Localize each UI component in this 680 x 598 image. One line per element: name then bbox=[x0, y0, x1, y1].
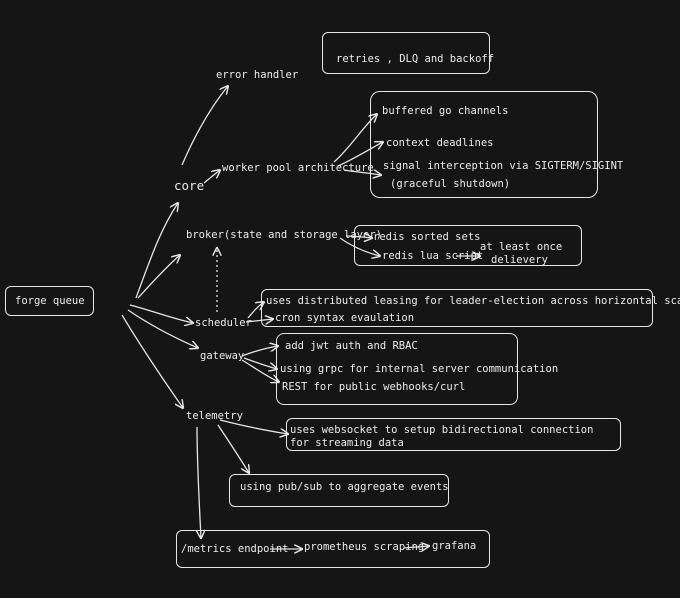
arrow-worker-to-channels bbox=[333, 114, 377, 163]
arrow-core-to-worker-pool bbox=[203, 170, 220, 184]
arrow-broker-to-sorted-sets bbox=[345, 236, 372, 238]
worker-item-signal: signal interception via SIGTERM/SIGINT bbox=[383, 160, 624, 172]
worker-pool-label: worker pool architecture bbox=[222, 162, 374, 174]
arrow-root-to-core bbox=[135, 203, 178, 299]
grafana-text: grafana bbox=[432, 540, 477, 552]
websocket-text: uses websocket to setup bidirectional co… bbox=[290, 424, 594, 449]
error-handling-text: retries , DLQ and backoff bbox=[336, 53, 495, 65]
worker-pool-box bbox=[370, 91, 598, 198]
arrow-worker-to-deadlines bbox=[337, 142, 383, 167]
gateway-box bbox=[276, 333, 518, 405]
scheduler-box bbox=[261, 289, 653, 327]
telemetry-label: telemetry bbox=[186, 410, 243, 422]
arrow-root-to-telemetry bbox=[121, 314, 183, 408]
worker-item-graceful: (graceful shutdown) bbox=[390, 178, 511, 190]
worker-item-channels: buffered go channels bbox=[382, 105, 509, 117]
forge-queue-box bbox=[5, 286, 94, 316]
arrow-root-to-gateway bbox=[127, 309, 198, 348]
arrow-scheduler-to-cron bbox=[245, 319, 273, 322]
broker-guarantee-line2: delievery bbox=[491, 254, 548, 266]
arrow-root-to-broker bbox=[137, 255, 180, 299]
forge-queue-label: forge queue bbox=[15, 295, 85, 307]
gateway-item-jwt: add jwt auth and RBAC bbox=[285, 340, 418, 352]
prometheus-text: prometheus scraping bbox=[304, 541, 425, 553]
metrics-endpoint-text: /metrics endpoint bbox=[181, 543, 289, 555]
gateway-item-rest: REST for public webhooks/curl bbox=[282, 381, 466, 393]
pubsub-text: using pub/sub to aggregate events bbox=[240, 481, 449, 493]
arrow-worker-to-signal bbox=[343, 170, 381, 175]
arrow-core-to-error-handler bbox=[181, 86, 228, 166]
broker-guarantee-line1: at least once bbox=[480, 241, 563, 253]
arrow-prometheus-to-grafana bbox=[403, 546, 429, 548]
broker-item-sorted-sets: redis sorted sets bbox=[373, 231, 481, 243]
gateway-item-grpc: using grpc for internal server communica… bbox=[280, 363, 559, 375]
arrow-broker-to-lua bbox=[339, 237, 380, 256]
arrow-gateway-to-grpc bbox=[243, 357, 277, 369]
arrow-root-to-scheduler bbox=[129, 304, 193, 323]
core-label: core bbox=[174, 178, 205, 193]
arrow-gateway-to-jwt bbox=[241, 346, 278, 357]
worker-item-deadlines: context deadlines bbox=[386, 137, 494, 149]
scheduler-item-leasing: uses distributed leasing for leader-elec… bbox=[266, 295, 680, 307]
arrow-telemetry-to-websocket bbox=[219, 419, 288, 434]
error-handling-box bbox=[322, 32, 490, 74]
arrow-scheduler-to-leasing bbox=[247, 302, 264, 319]
broker-box bbox=[354, 225, 582, 266]
broker-label: broker(state and storage layer) bbox=[186, 229, 382, 241]
pubsub-box bbox=[229, 474, 449, 507]
arrow-telemetry-to-metrics bbox=[197, 426, 201, 538]
scheduler-item-cron: cron syntax evaulation bbox=[275, 312, 415, 324]
gateway-label: gateway bbox=[200, 350, 245, 362]
metrics-box bbox=[176, 530, 490, 568]
websocket-box bbox=[286, 418, 621, 451]
scheduler-label: scheduler bbox=[195, 317, 252, 329]
arrow-gateway-to-rest bbox=[241, 359, 279, 382]
error-handler-label: error handler bbox=[216, 69, 299, 81]
arrow-telemetry-to-pubsub bbox=[217, 424, 249, 473]
broker-item-lua: redis lua script bbox=[382, 250, 484, 262]
